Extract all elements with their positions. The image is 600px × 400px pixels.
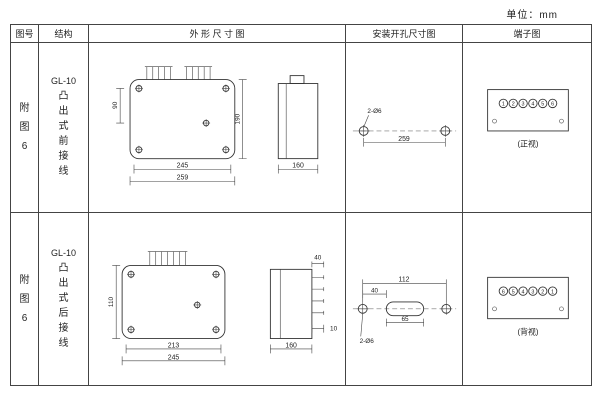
- terminal-number: 4: [531, 101, 534, 107]
- relay-side-view: 160: [277, 74, 318, 173]
- header-figure-no: 图号: [11, 25, 39, 43]
- dimensions-front: 110 213 245: [108, 265, 225, 366]
- row2-figure-no: 附图6: [19, 274, 30, 324]
- row1-structure-text: 凸出式前接线: [58, 91, 69, 177]
- relay-front-view: [129, 65, 235, 159]
- row2-terminal-cell: 6 5 4 3 2 1 (背视): [463, 213, 591, 385]
- row1-terminal-cell: 1 2 3 4 5 6 (正视): [463, 43, 591, 213]
- terminal-number: 2: [541, 289, 544, 295]
- row2-model: GL-10: [50, 247, 76, 258]
- outline-drawing-front-wiring: 245 259 90 190 160: [112, 65, 318, 185]
- terminal-number: 5: [512, 289, 515, 295]
- terminal-number: 4: [522, 289, 525, 295]
- rear-studs: [311, 275, 324, 315]
- header-terminal: 端子图: [463, 25, 591, 43]
- terminal-number: 1: [551, 289, 554, 295]
- row1-figure-no: 附图6: [19, 103, 30, 152]
- header-structure: 结构: [39, 25, 89, 43]
- dim-height-right: 190: [234, 113, 241, 124]
- dim-width-outer: 259: [176, 174, 188, 181]
- hole-spec-label: 2-Ø6: [359, 338, 374, 345]
- terminal-number: 1: [502, 101, 505, 107]
- dim-offset: 40: [370, 288, 378, 295]
- row1-install-cell: 2-Ø6 259: [346, 43, 463, 213]
- terminal-circles: 6 5 4 3 2 1: [498, 286, 558, 296]
- install-drawing-rear-wiring: 112 40 65 2-Ø6: [352, 276, 456, 345]
- dim-width-inner: 213: [167, 342, 179, 349]
- relay-side-view: 40 10 160: [269, 254, 338, 354]
- hole-spec-label: 2-Ø6: [367, 108, 382, 115]
- dimensions-front: 245 259 90 190: [112, 78, 247, 185]
- dim-width-outer: 245: [167, 354, 179, 361]
- terminal-pins: [144, 65, 212, 80]
- row1-structure-cell: GL-10 凸出式前接线: [39, 43, 89, 213]
- unit-label: 单位：mm: [506, 10, 558, 21]
- terminal-number: 5: [541, 101, 544, 107]
- row1-model: GL-10: [50, 76, 76, 86]
- terminal-number: 6: [551, 101, 554, 107]
- dim-height-left: 110: [108, 296, 115, 307]
- dimension-table: 图号 结构 外 形 尺 寸 图 安装开孔尺寸图 端子图 附图6 GL-10 凸出…: [10, 24, 592, 386]
- dim-hole-span: 259: [398, 135, 410, 142]
- dim-stud-len: 40: [314, 254, 322, 261]
- row2-outline-cell: 110 213 245 40 10 160: [89, 213, 346, 385]
- row2-figure-cell: 附图6: [11, 213, 39, 385]
- terminal-diagram-rear-wiring: 6 5 4 3 2 1 (背视): [487, 276, 569, 336]
- dim-side-depth: 160: [285, 342, 297, 349]
- dim-width-inner: 245: [176, 162, 188, 169]
- terminal-caption: (正视): [518, 138, 539, 148]
- outline-drawing-rear-wiring: 110 213 245 40 10 160: [108, 251, 338, 366]
- terminal-number: 2: [512, 101, 515, 107]
- row1-outline-cell: 245 259 90 190 160: [89, 43, 346, 213]
- dim-height-left: 90: [112, 101, 119, 109]
- row2-structure-cell: GL-10 凸出式后接线: [39, 213, 89, 385]
- row2-structure-text: 凸出式后接线: [58, 262, 69, 349]
- terminal-pins: [147, 251, 187, 266]
- terminal-number: 3: [522, 101, 525, 107]
- terminal-caption: (背视): [518, 326, 539, 336]
- terminal-number: 6: [502, 289, 505, 295]
- terminal-circles: 1 2 3 4 5 6: [498, 98, 558, 108]
- row2-install-cell: 112 40 65 2-Ø6: [346, 213, 463, 385]
- install-drawing-front-wiring: 2-Ø6 259: [352, 108, 456, 147]
- header-install: 安装开孔尺寸图: [346, 25, 463, 43]
- dim-slot-len: 65: [401, 316, 409, 323]
- terminal-diagram-front-wiring: 1 2 3 4 5 6 (正视): [487, 88, 569, 148]
- dim-side-depth: 160: [292, 162, 304, 169]
- dim-stud-small: 10: [330, 326, 338, 333]
- relay-front-view: [121, 251, 225, 339]
- row1-figure-cell: 附图6: [11, 43, 39, 213]
- dim-hole-span: 112: [398, 276, 409, 283]
- terminal-number: 3: [531, 289, 534, 295]
- header-outline: 外 形 尺 寸 图: [89, 25, 346, 43]
